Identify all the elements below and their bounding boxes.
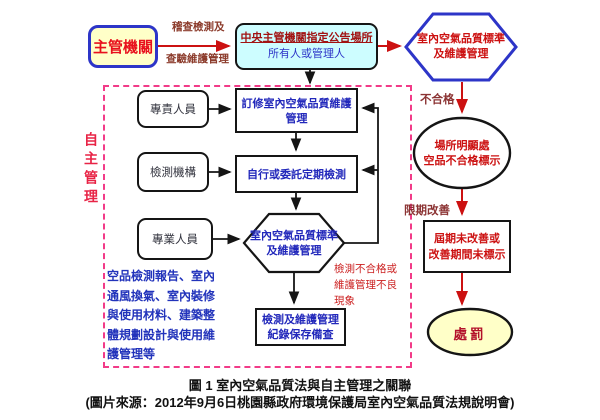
fail-label: 不合格 bbox=[420, 92, 455, 106]
standard-hexagon-mid-text: 室內空氣品質標準 及維護管理 bbox=[244, 228, 344, 258]
designated-premises-line2: 所有人或管理人 bbox=[268, 47, 345, 60]
standard-hexagon-top-text: 室內空氣品質標準 及維護管理 bbox=[406, 31, 516, 61]
mark-ellipse-line1: 場所明顯處 bbox=[434, 139, 490, 152]
standard-top-line1: 室內空氣品質標準 bbox=[417, 32, 505, 45]
scope-note-line4: 體規劃設計與使用維 bbox=[107, 327, 216, 342]
record-keeping-box: 檢測及維護管理 紀錄保存備查 bbox=[255, 308, 346, 346]
overdue-box: 屆期未改善或 改善期間未標示 bbox=[423, 220, 511, 273]
fail-condition-note: 檢測不合格或 維護管理不良 現象 bbox=[334, 261, 414, 309]
self-management-vertical-label: 自主管理 bbox=[82, 132, 98, 208]
feedback-hex-to-plan bbox=[344, 102, 379, 244]
scope-note: 空品檢測報告、室內 通風換氣、室內裝修 與使用材料、建築整 體規劃設計與使用維 … bbox=[107, 267, 243, 365]
penalty-ellipse-text: 處罰 bbox=[453, 327, 487, 343]
fail-note-line2: 維護管理不良 bbox=[334, 279, 397, 291]
role-box-professional-personnel: 專業人員 bbox=[137, 218, 213, 260]
fail-note-line3: 現象 bbox=[334, 295, 355, 307]
overdue-line2: 改善期間未標示 bbox=[428, 247, 506, 261]
standard-hexagon-mid bbox=[242, 212, 346, 274]
penalty-ellipse bbox=[426, 307, 514, 357]
figure-caption-title: 圖 1 室內空氣品質法與自主管理之關聯 bbox=[188, 378, 412, 393]
standard-mid-line1: 室內空氣品質標準 bbox=[250, 229, 338, 242]
self-management-dashed-region bbox=[103, 85, 412, 368]
standard-mid-line2: 及維護管理 bbox=[266, 244, 322, 257]
deadline-label: 限期改善 bbox=[404, 203, 450, 217]
record-line1: 檢測及維護管理 bbox=[262, 313, 339, 326]
overdue-line1: 屆期未改善或 bbox=[434, 231, 500, 245]
standard-hexagon-top bbox=[404, 12, 518, 82]
plan-box: 訂修室內空氣品質維護管理 bbox=[235, 88, 358, 133]
mark-ellipse-text: 場所明顯處 空品不合格標示 bbox=[414, 138, 510, 168]
record-line2: 紀錄保存備查 bbox=[267, 328, 334, 341]
mark-ellipse bbox=[412, 116, 512, 190]
role-box-testing-organization: 檢測機構 bbox=[137, 152, 209, 192]
mark-ellipse-line2: 空品不合格標示 bbox=[423, 154, 501, 167]
figure-caption-source: (圖片來源：2012年9月6日桃園縣政府環境保護局室內空氣品質法規說明會) bbox=[85, 395, 515, 410]
scope-note-line5: 護管理等 bbox=[107, 347, 156, 361]
designated-premises-box: 中央主管機關指定公告場所 所有人或管理人 bbox=[235, 23, 378, 70]
periodic-test-box: 自行或委託定期檢測 bbox=[235, 155, 358, 193]
scope-note-line1: 空品檢測報告、室內 bbox=[107, 269, 216, 283]
role-box-dedicated-personnel: 專責人員 bbox=[137, 90, 209, 128]
scope-note-line2: 通風換氣、室內裝修 bbox=[107, 288, 216, 303]
authority-box: 主管機關 bbox=[88, 25, 158, 68]
arrow-label-inspection: 稽查檢測及 bbox=[172, 21, 225, 33]
designated-premises-line1: 中央主管機關指定公告場所 bbox=[240, 31, 373, 44]
arrow-label-verification: 查驗維護管理 bbox=[166, 53, 229, 65]
fail-note-line1: 檢測不合格或 bbox=[334, 263, 397, 275]
scope-note-line3: 與使用材料、建築整 bbox=[107, 308, 216, 322]
standard-top-line2: 及維護管理 bbox=[433, 47, 489, 60]
